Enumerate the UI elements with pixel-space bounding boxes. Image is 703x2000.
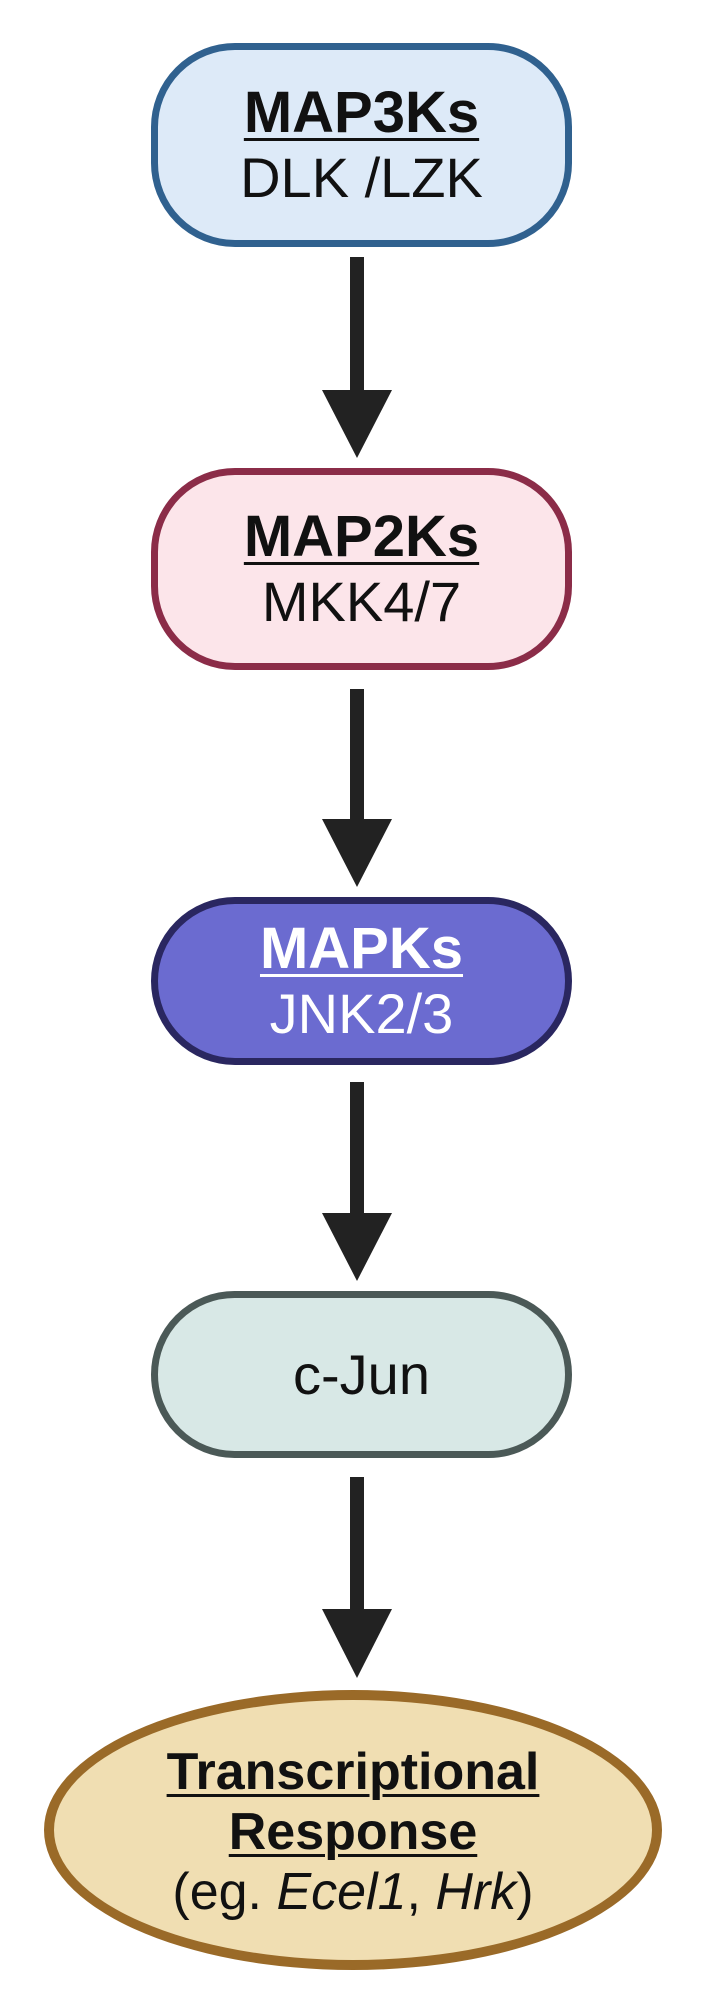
response-example-prefix: (eg.: [172, 1863, 277, 1921]
node-map2ks-subtitle: MKK4/7: [261, 570, 462, 633]
node-mapks-subtitle: JNK2/3: [269, 982, 454, 1045]
node-map3ks-subtitle: DLK /LZK: [240, 146, 483, 209]
arrow-mapk-to-cjun: [322, 1082, 392, 1281]
arrow-cjun-to-response: [322, 1477, 392, 1678]
node-cjun-label: c-Jun: [293, 1342, 430, 1406]
node-transcriptional-response: Transcriptional Response (eg. Ecel1, Hrk…: [44, 1690, 662, 1970]
gene-ecel1: Ecel1: [276, 1863, 407, 1921]
node-map2ks-title: MAP2Ks: [243, 504, 480, 569]
arrow-map3k-to-map2k: [322, 257, 392, 458]
node-map3ks-title: MAP3Ks: [243, 80, 480, 145]
response-title-line2: Response: [228, 1803, 478, 1861]
node-map2ks: MAP2Ks MKK4/7: [151, 468, 572, 670]
node-mapks-title: MAPKs: [259, 916, 464, 981]
node-mapks: MAPKs JNK2/3: [151, 897, 572, 1065]
response-example-suffix: ): [516, 1863, 534, 1921]
response-title-line1: Transcriptional: [166, 1743, 540, 1801]
node-map3ks: MAP3Ks DLK /LZK: [151, 43, 572, 247]
node-cjun: c-Jun: [151, 1291, 572, 1458]
gene-hrk: Hrk: [435, 1863, 517, 1921]
arrow-map2k-to-mapk: [322, 689, 392, 887]
response-example: (eg. Ecel1, Hrk): [172, 1862, 533, 1922]
response-example-separator: ,: [406, 1863, 436, 1921]
